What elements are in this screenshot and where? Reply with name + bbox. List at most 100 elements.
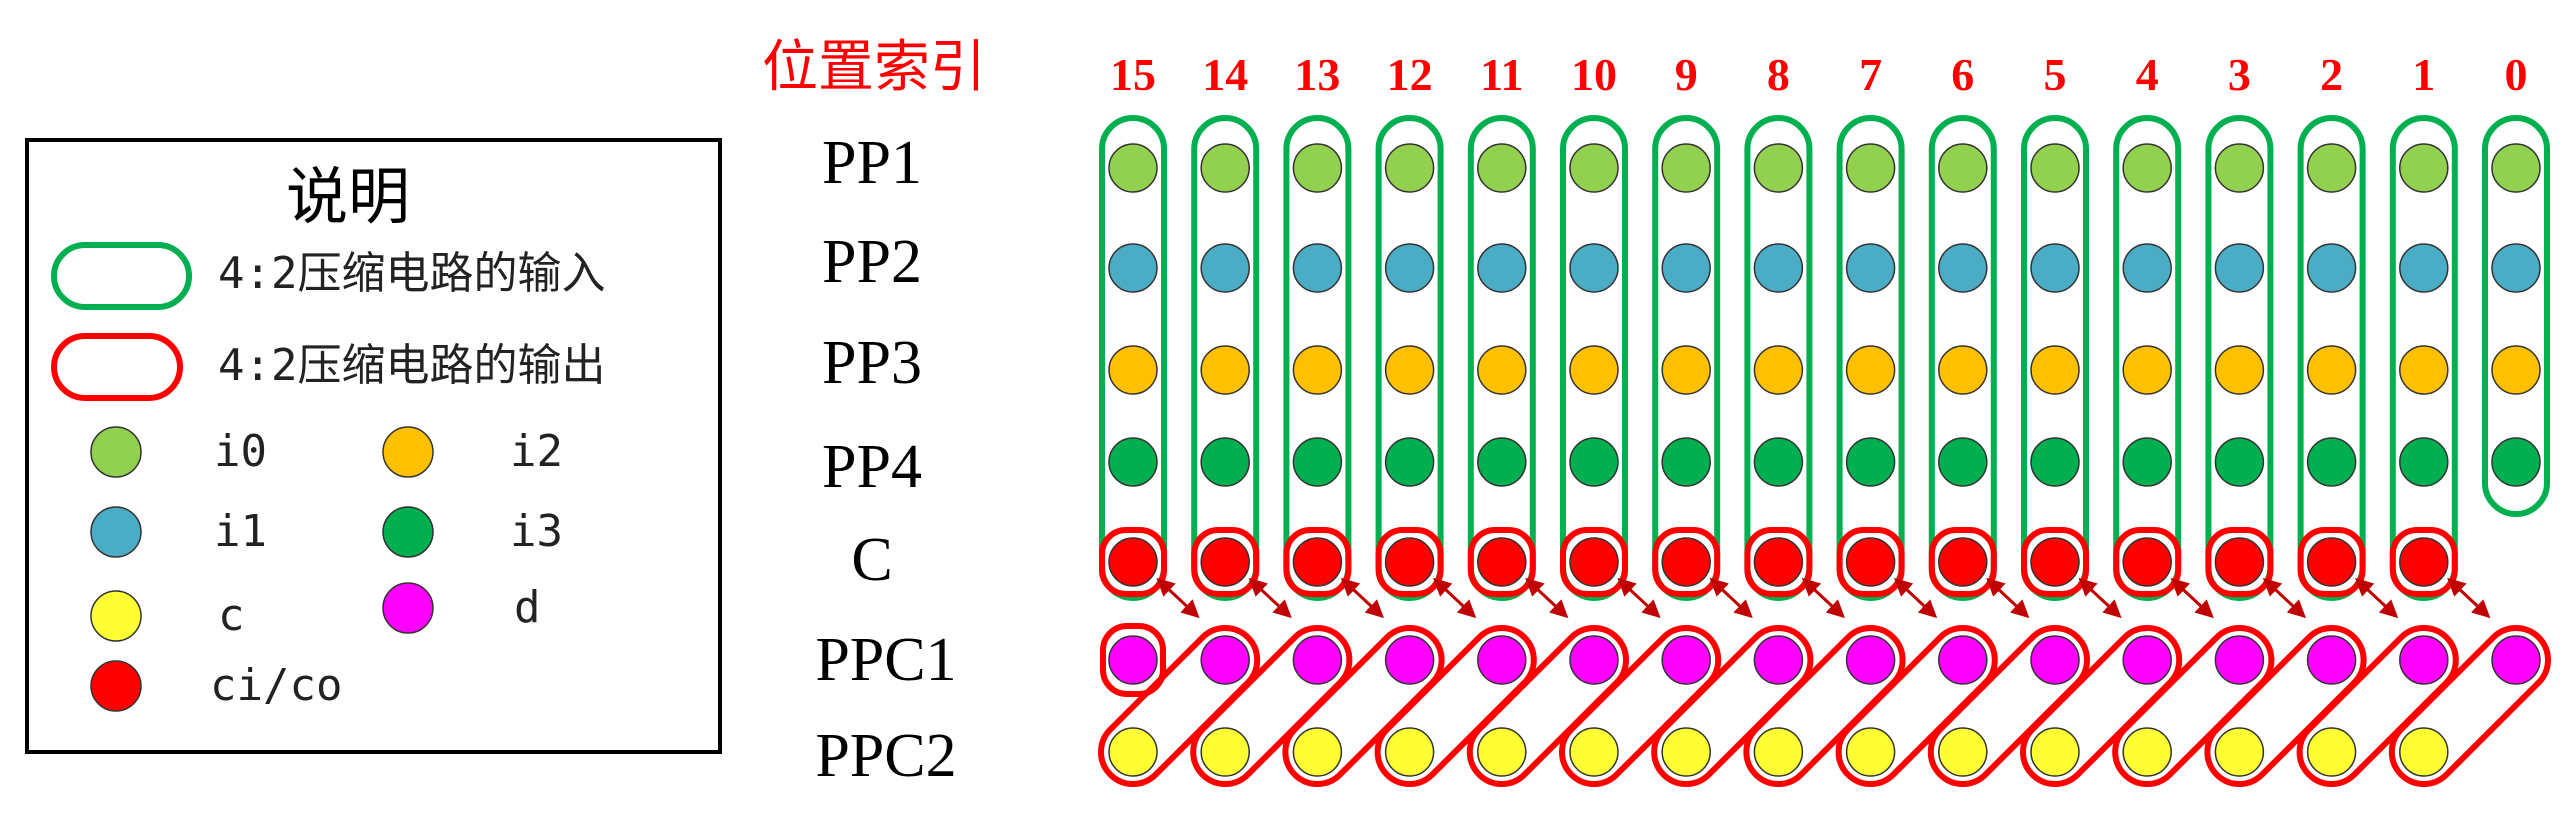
pp1-bit-dot xyxy=(1477,143,1527,193)
legend-i3-dot xyxy=(382,506,434,558)
pp3-bit-dot xyxy=(2214,345,2265,395)
pp1-bit-dot xyxy=(1384,143,1435,193)
pp3-bit-dot xyxy=(2491,345,2541,395)
c-bit-dot xyxy=(1384,537,1435,587)
legend-output-outline-swatch xyxy=(51,333,183,401)
position-index-15: 15 xyxy=(1110,49,1156,100)
pp3-bit-dot xyxy=(1938,345,1988,395)
pp3-bit-dot xyxy=(1569,345,1619,395)
legend-i0-dot xyxy=(90,426,142,478)
pp4-bit-dot xyxy=(2122,437,2172,487)
input-group-outline xyxy=(1744,115,1813,601)
ppc2-bit-dot xyxy=(1845,727,1896,777)
position-index-14: 14 xyxy=(1202,49,1248,100)
ppc1-bit-dot xyxy=(1661,635,1711,685)
legend-input-label: 4:2压缩电路的输入 xyxy=(218,248,605,299)
carry-link-arrow xyxy=(1248,577,1292,619)
output-pair-outline xyxy=(1927,625,2090,788)
c-bit-dot xyxy=(1477,537,1527,587)
pp3-bit-dot xyxy=(2030,345,2080,395)
c-bit-dot xyxy=(1200,537,1250,587)
legend-d-dot xyxy=(382,582,434,634)
c-bit-dot xyxy=(1661,537,1711,587)
output-pair-outline xyxy=(2388,624,2551,787)
c-bit-dot xyxy=(2122,537,2172,587)
input-group-outline xyxy=(2205,115,2274,601)
c-bit-dot xyxy=(1938,537,1988,587)
position-index-6: 6 xyxy=(1951,49,1974,100)
carry-output-outline xyxy=(1744,527,1813,597)
pp4-bit-dot xyxy=(1200,437,1250,487)
carry-link-arrow xyxy=(1340,577,1384,619)
carry-link-arrow xyxy=(2078,577,2122,619)
pp1-bit-dot xyxy=(1938,143,1988,193)
c-bit-dot xyxy=(2030,537,2080,587)
pp2-bit-dot xyxy=(1477,243,1527,293)
pp1-bit-dot xyxy=(2306,143,2357,193)
pp1-bit-dot xyxy=(2214,143,2265,193)
c-bit-dot xyxy=(1845,537,1896,587)
pp1-bit-dot xyxy=(1753,143,1804,193)
row-label-c: C xyxy=(851,526,892,594)
input-group-outline xyxy=(1560,115,1628,601)
pp4-bit-dot xyxy=(1938,437,1988,487)
c-bit-dot xyxy=(2214,537,2265,587)
pp3-bit-dot xyxy=(1384,345,1435,395)
index-title: 位置索引 xyxy=(762,35,986,100)
carry-link-arrow xyxy=(1986,577,2030,619)
ppc1-bit-dot xyxy=(2491,635,2541,685)
output-pair-outline xyxy=(1466,625,1629,788)
c-bit-dot xyxy=(1569,537,1619,587)
pp2-bit-dot xyxy=(1108,243,1158,293)
carry-link-arrow xyxy=(1433,577,1477,619)
input-group-outline xyxy=(2021,115,2089,601)
position-index-1: 1 xyxy=(2412,49,2435,100)
input-group-outline xyxy=(1836,115,1905,601)
legend-i3-label: i3 xyxy=(510,506,563,557)
position-index-5: 5 xyxy=(2044,49,2067,100)
output-group-outlines xyxy=(1098,527,2551,788)
output-pair-outline xyxy=(1282,625,1445,788)
ppc1-bit-dot xyxy=(1938,635,1988,685)
legend-title: 说明 xyxy=(286,160,410,233)
output-pair-outline xyxy=(1098,624,1261,787)
position-index-8: 8 xyxy=(1767,49,1790,100)
ppc1-bit-dot xyxy=(2399,635,2449,685)
carry-output-outline xyxy=(1652,527,1721,597)
pp4-bit-dot xyxy=(1569,437,1619,487)
row-label-pp4: PP4 xyxy=(822,433,922,501)
ppc1-bit-dot xyxy=(1845,635,1896,685)
pp2-bit-dot xyxy=(2122,243,2172,293)
pp2-bit-dot xyxy=(2399,243,2449,293)
row-labels: PP1 PP2 PP3 PP4 C PPC1 PPC2 xyxy=(815,129,956,790)
pp3-bit-dot xyxy=(1477,345,1527,395)
carry-output-outline xyxy=(1191,527,1260,597)
ppc2-bit-dot xyxy=(1200,727,1250,777)
position-index-7: 7 xyxy=(1859,49,1882,100)
carry-output-outline xyxy=(1467,527,1536,597)
input-group-outline xyxy=(2113,115,2182,601)
pp1-bit-dot xyxy=(2122,143,2172,193)
legend-i1-label: i1 xyxy=(214,506,267,557)
ppc2-bit-dot xyxy=(2122,727,2172,777)
c-bit-dot xyxy=(1753,537,1804,587)
pp2-bit-dot xyxy=(2306,243,2357,293)
carry-output-outline xyxy=(1283,527,1352,597)
position-index-9: 9 xyxy=(1675,49,1698,100)
ppc2-bit-dot xyxy=(2399,727,2449,777)
carry-link-arrow xyxy=(1156,577,1200,619)
input-group-outline xyxy=(2389,115,2458,601)
ppc2-bit-dot xyxy=(2214,727,2265,777)
carry-link-arrow xyxy=(1617,577,1661,619)
row-label-pp2: PP2 xyxy=(822,228,922,296)
pp2-bit-dot xyxy=(1661,243,1711,293)
c-bit-dot xyxy=(1108,537,1158,587)
ppc2-bit-dot xyxy=(1661,727,1711,777)
ppc1-bit-dot xyxy=(1200,635,1250,685)
legend-output-label: 4:2压缩电路的输出 xyxy=(218,340,605,391)
pp3-bit-dot xyxy=(1753,345,1804,395)
pp2-bit-dot xyxy=(1384,243,1435,293)
position-index-3: 3 xyxy=(2228,49,2251,100)
input-group-outline xyxy=(2482,115,2550,517)
